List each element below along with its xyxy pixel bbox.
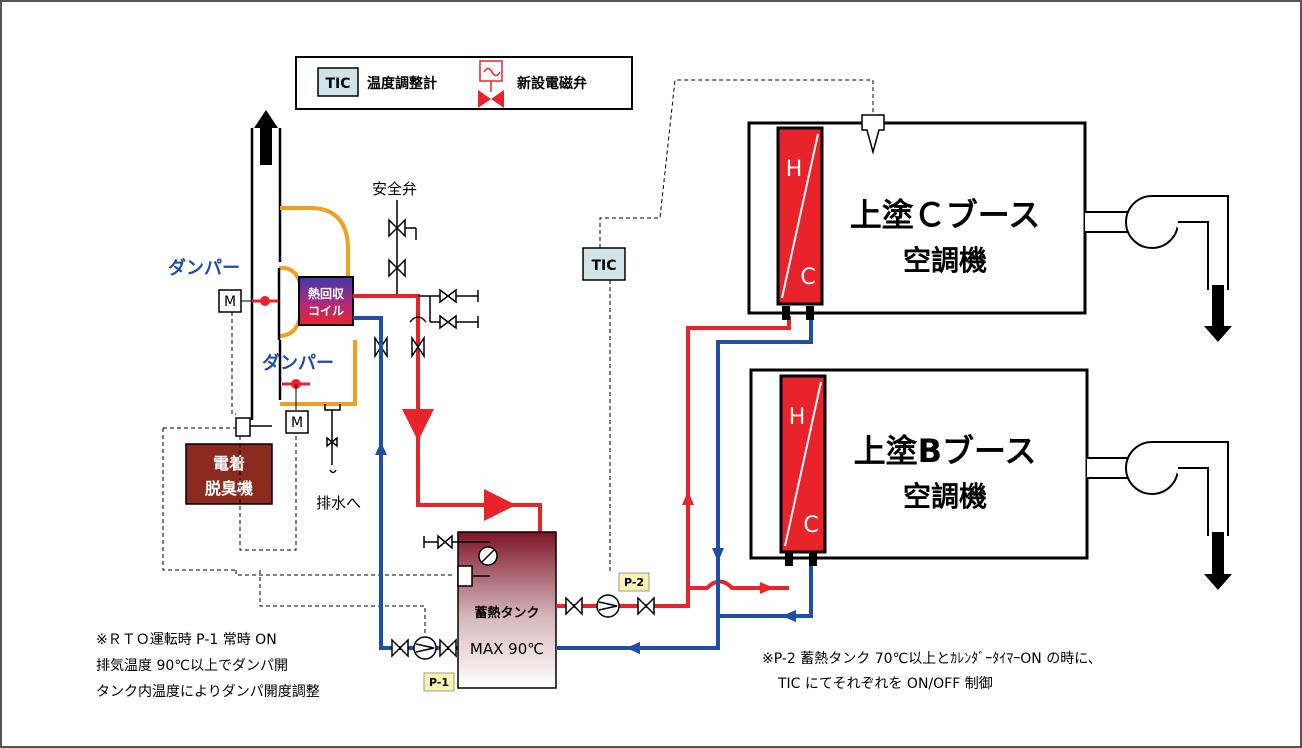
pump-p1-label: P-1 (429, 676, 449, 689)
left-note-2: 排気温度 90℃以上でダンパ開 (96, 658, 288, 674)
right-note-1: ※P-2 蓄熱タンク 70℃以上とｶﾚﾝﾀﾞｰﾀｲﾏｰON の時に、 (762, 651, 1102, 667)
tic-controller (582, 247, 626, 281)
cold-pipe-right (556, 316, 813, 650)
motor-label-1: M (224, 294, 236, 310)
right-note-2: TIC にてそれぞれを ON/OFF 制御 (777, 676, 993, 692)
left-notes: ※ＲＴＯ運転時 P-1 常時 ON 排気温度 90℃以上でダンパ開 タンク内温度… (96, 632, 320, 700)
legend-valve-label: 新設電磁弁 (517, 75, 587, 92)
booth-c-down-arrow-icon (1204, 285, 1232, 342)
legend-tic-text: TIC (325, 76, 350, 92)
damper-label-2: ダンパー (262, 352, 334, 374)
booth-c-unit: H C 上塗Ｃブース 空調機 (747, 114, 1087, 320)
exhaust-stack (250, 110, 282, 420)
booth-b-title-1: 上塗Bブース (854, 432, 1037, 470)
left-note-3: タンク内温度によりダンパ開度調整 (96, 684, 320, 700)
damper-pivot-1 (260, 296, 270, 306)
drain-label: 排水へ (316, 494, 361, 512)
damper-label-1: ダンパー (168, 257, 240, 279)
tic-controller-label: TIC (591, 258, 616, 274)
booth-c-sensor-icon (861, 114, 885, 155)
booth-b-title-2: 空調機 (903, 480, 987, 513)
hot-pipe-left (353, 294, 542, 540)
deodorizer-label-2: 脱臭機 (205, 479, 253, 498)
tank-label: 蓄熱タンク (474, 605, 539, 621)
tank-max-label: MAX 90℃ (470, 640, 544, 658)
booth-c-title-1: 上塗Ｃブース (850, 196, 1040, 234)
cold-pipe-left (353, 316, 458, 650)
legend: TIC 温度調整計 新設電磁弁 (295, 56, 633, 110)
pump-p1-tag (423, 672, 455, 692)
drain-line (324, 404, 341, 474)
legend-tic-label: 温度調整計 (367, 75, 437, 92)
right-notes: ※P-2 蓄熱タンク 70℃以上とｶﾚﾝﾀﾞｰﾀｲﾏｰON の時に、 TIC に… (762, 651, 1102, 692)
heat-recovery-coil: 熱回収 コイル (298, 276, 354, 326)
legend-tic-badge (317, 67, 359, 97)
safety-valve-label: 安全弁 (372, 180, 417, 198)
solenoid-valve-icon (478, 60, 504, 108)
hot-pipe-arrow-right-icon (760, 582, 774, 594)
booth-b-coil-c: C (803, 513, 818, 538)
booth-b-fan (1087, 441, 1229, 536)
cold-pipe-arrow-left-icon (626, 642, 640, 654)
left-note-1: ※ＲＴＯ運転時 P-1 常時 ON (96, 632, 277, 648)
safety-valve-icon (388, 200, 417, 296)
tank-fittings (423, 534, 498, 587)
pump-p2-tag (618, 572, 650, 592)
booth-c-coil-c: C (800, 265, 815, 290)
tank-sensor-icon (457, 565, 473, 587)
cold-pipe-arrow-down-icon (712, 548, 724, 562)
booth-c-title-2: 空調機 (903, 244, 987, 277)
stack-up-arrow-icon (254, 110, 278, 165)
hot-pipe-arrow-up-icon (682, 491, 694, 505)
pump-p2-label: P-2 (624, 576, 644, 589)
booth-b-coil-h: H (789, 405, 806, 430)
booth-c-fan (1085, 195, 1229, 290)
deodorizer-unit: 電着 脱臭機 (185, 443, 273, 505)
booth-b-unit: H C 上塗Bブース 空調機 (749, 368, 1089, 566)
temp-sensor-stack (235, 417, 251, 437)
motor-label-2: M (291, 415, 303, 431)
pump-p1 (391, 636, 457, 660)
coil-label-1: 熱回収 (308, 286, 345, 301)
booth-c-coil-h: H (786, 157, 803, 182)
deodorizer-label-1: 電着 (213, 454, 245, 473)
coil-label-2: コイル (308, 304, 344, 318)
pump-p2 (565, 594, 655, 618)
motor-box-2 (285, 410, 309, 434)
storage-tank: 蓄熱タンク MAX 90℃ (457, 531, 557, 689)
cold-pipe-arrow-left-2-icon (782, 610, 796, 622)
bypass-valves (374, 288, 479, 359)
cold-pipe-arrow-icon (375, 442, 387, 455)
booth-b-down-arrow-icon (1204, 532, 1232, 590)
